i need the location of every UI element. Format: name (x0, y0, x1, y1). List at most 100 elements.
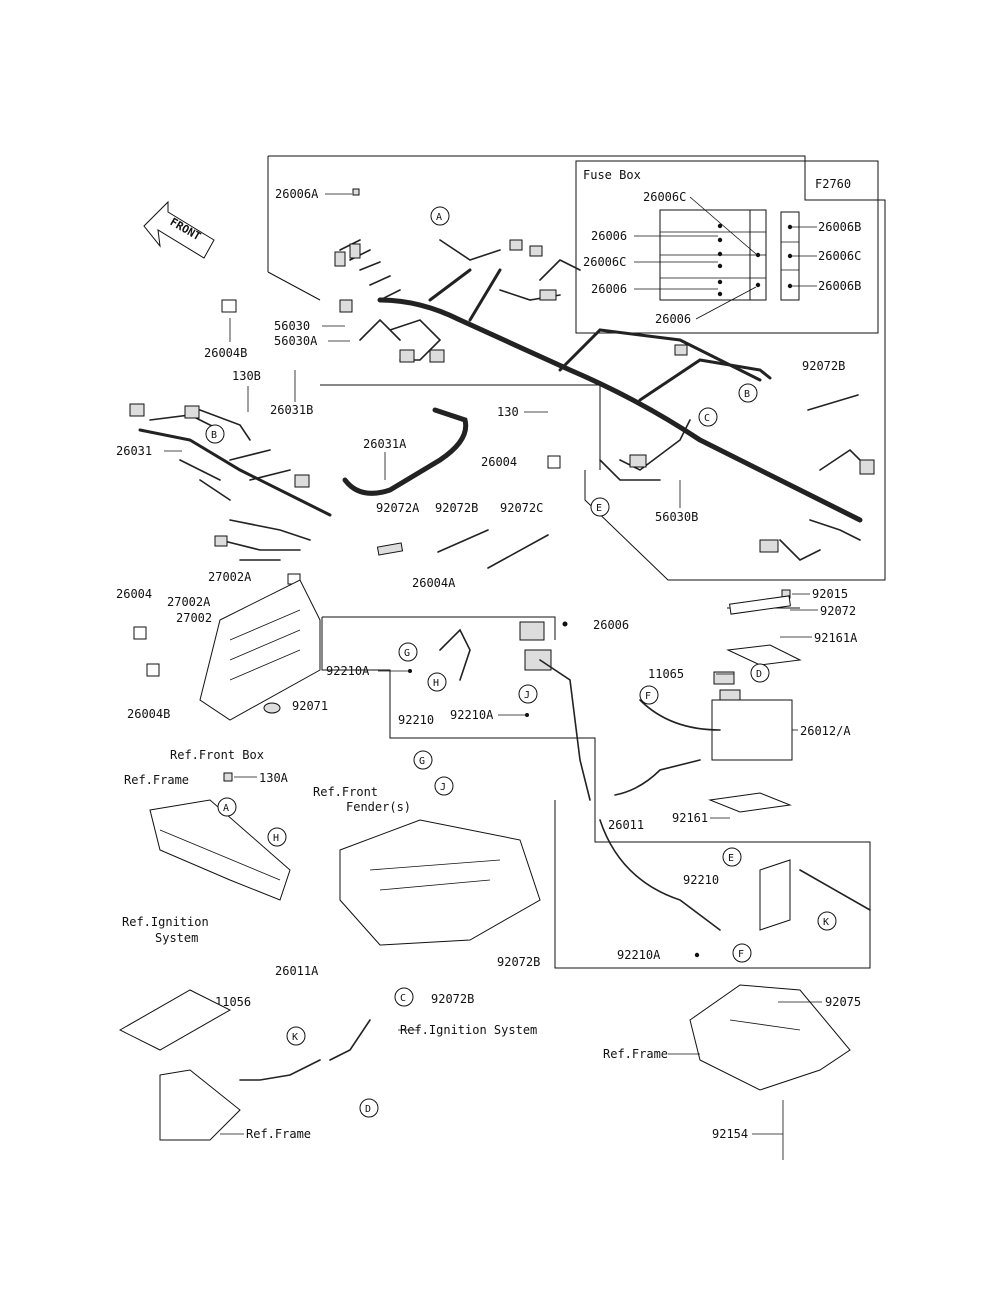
part-label: 92072 (820, 604, 856, 618)
battery-tray (689, 984, 851, 1160)
part-label: Ref.Frame (246, 1127, 311, 1141)
callout-marker: B (205, 424, 225, 444)
part-label: 11056 (215, 995, 251, 1009)
callout-marker: G (398, 642, 418, 662)
fuse-label-26006b-top: 26006B (818, 220, 861, 234)
part-label: 26004B (204, 346, 247, 360)
part-label: 92071 (292, 699, 328, 713)
fuse-label-26006b-bottom: 26006B (818, 279, 861, 293)
part-label: 92072B (497, 955, 540, 969)
part-label: 92210 (683, 873, 719, 887)
leader-lines (220, 609, 822, 1135)
part-label: 27002A (208, 570, 252, 584)
svg-text:F: F (645, 691, 651, 702)
front-arrow-icon: FRONT (143, 200, 215, 259)
part-label: 130A (259, 771, 289, 785)
part-label: 26011A (275, 964, 319, 978)
part-label: 26011 (608, 818, 644, 832)
fuse-label-26006-1: 26006 (591, 229, 627, 243)
part-label: Ref.Ignition (122, 915, 209, 929)
svg-text:A: A (436, 212, 442, 223)
frame-left (149, 799, 291, 901)
part-label: 92154 (712, 1127, 748, 1141)
part-label: 92161A (814, 631, 858, 645)
part-label: 56030B (655, 510, 698, 524)
svg-text:F: F (738, 949, 744, 960)
callout-marker: H (267, 827, 287, 847)
callout-marker: J (518, 684, 538, 704)
part-label: 92210A (617, 948, 661, 962)
part-label: 26004B (127, 707, 170, 721)
part-label: 130B (232, 369, 261, 383)
part-label: Ref.Frame (124, 773, 189, 787)
part-label: System (155, 931, 198, 945)
part-label: 92210A (450, 708, 494, 722)
svg-text:G: G (404, 648, 410, 659)
svg-text:B: B (744, 389, 750, 400)
part-label: 27002A (167, 595, 211, 609)
part-label: 26031A (363, 437, 407, 451)
relay-bracket (759, 859, 871, 931)
part-labels: 26006A 26004B 56030 56030A 130B 26031B 2… (116, 187, 861, 1141)
callout-marker: C (698, 407, 718, 427)
part-label: 26004 (116, 587, 152, 601)
ignition-bracket (118, 989, 371, 1141)
callout-marker: J (434, 776, 454, 796)
part-label: Ref.Frame (603, 1047, 668, 1061)
callout-marker: G (413, 750, 433, 770)
figure-code: F2760 (815, 177, 851, 191)
part-label: 56030 (274, 319, 310, 333)
callout-marker: E (590, 497, 610, 517)
svg-text:H: H (273, 833, 279, 844)
part-label: 11065 (648, 667, 684, 681)
callout-marker: D (750, 663, 770, 683)
svg-text:A: A (223, 803, 229, 814)
callout-marker: E (722, 847, 742, 867)
part-label: 26006A (275, 187, 319, 201)
svg-text:K: K (823, 917, 829, 928)
callout-marker: A (430, 206, 450, 226)
svg-text:J: J (524, 690, 530, 701)
callout-marker: B (738, 383, 758, 403)
part-label: 26012/A (800, 724, 851, 738)
fuse-label-26006-2: 26006 (591, 282, 627, 296)
part-label: Ref.Front (313, 785, 378, 799)
part-label: Fender(s) (346, 800, 411, 814)
part-label: 26031 (116, 444, 152, 458)
part-label: 92072B (435, 501, 478, 515)
callout-marker: F (639, 685, 659, 705)
part-label: 92072B (431, 992, 474, 1006)
part-label: 92075 (825, 995, 861, 1009)
part-label: 92210 (398, 713, 434, 727)
svg-text:D: D (365, 1104, 371, 1115)
callouts: A B B C E G H J D F A H G J E K F C K D (205, 206, 837, 1118)
part-label: 26004 (481, 455, 517, 469)
part-label: 92072B (802, 359, 845, 373)
svg-text:K: K (292, 1032, 298, 1043)
part-label: 92161 (672, 811, 708, 825)
front-fender (339, 819, 541, 946)
part-label: 92210A (326, 664, 370, 678)
callout-marker: D (359, 1098, 379, 1118)
part-label: 92015 (812, 587, 848, 601)
part-label: Ref.Ignition System (400, 1023, 537, 1037)
sub-harness-26031 (129, 403, 332, 561)
front-box (199, 579, 321, 721)
part-label: 26006 (593, 618, 629, 632)
svg-text:D: D (756, 669, 762, 680)
callout-marker: H (427, 672, 447, 692)
svg-text:J: J (440, 782, 446, 793)
callout-marker: F (732, 943, 752, 963)
fuse-label-26006c-right: 26006C (818, 249, 861, 263)
battery-section (614, 595, 802, 813)
relay-section (321, 616, 871, 969)
svg-text:C: C (704, 413, 710, 424)
svg-text:E: E (596, 503, 602, 514)
fuse-label-26006c-top: 26006C (643, 190, 686, 204)
part-label: 130 (497, 405, 519, 419)
svg-text:E: E (728, 853, 734, 864)
svg-text:H: H (433, 678, 439, 689)
main-harness-drawing (334, 239, 875, 561)
svg-text:C: C (400, 993, 406, 1004)
